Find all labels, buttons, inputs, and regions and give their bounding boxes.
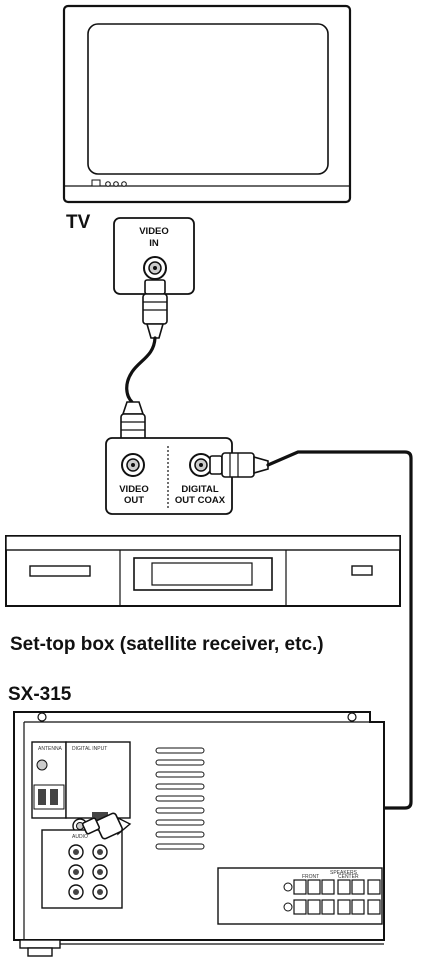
coax-plug-icon [81, 812, 132, 840]
center-label: CENTER [338, 874, 359, 880]
receiver-panel-icon [13, 711, 385, 957]
audio-label: AUDIO [72, 834, 88, 840]
antenna-label: ANTENNA [38, 746, 63, 752]
video-in-label-line2: IN [149, 238, 159, 249]
coax-plug-icon [209, 452, 269, 478]
receiver-label: SX-315 [8, 684, 72, 705]
settop-box-label: Set-top box (satellite receiver, etc.) [10, 634, 324, 655]
video-cable [125, 336, 157, 404]
tv-label: TV [66, 212, 91, 233]
rca-plug-icon [142, 279, 168, 339]
video-in-label-line1: VIDEO [139, 226, 169, 237]
speakers-label: SPEAKERS [330, 870, 358, 876]
digital-out-label-line2: OUT COAX [175, 495, 226, 506]
digital-out-label-line1: DIGITAL [181, 484, 218, 495]
video-out-label-line2: OUT [124, 495, 144, 506]
video-out-label-line1: VIDEO [119, 484, 149, 495]
digital-input-label: DIGITAL INPUT [72, 746, 107, 752]
settop-jack-panel [105, 437, 233, 515]
settop-box-icon [5, 535, 401, 607]
tv-icon [62, 4, 352, 204]
video-in-jack-panel [113, 217, 195, 295]
digital-coax-cable [128, 450, 413, 826]
front-label: FRONT [302, 874, 319, 880]
